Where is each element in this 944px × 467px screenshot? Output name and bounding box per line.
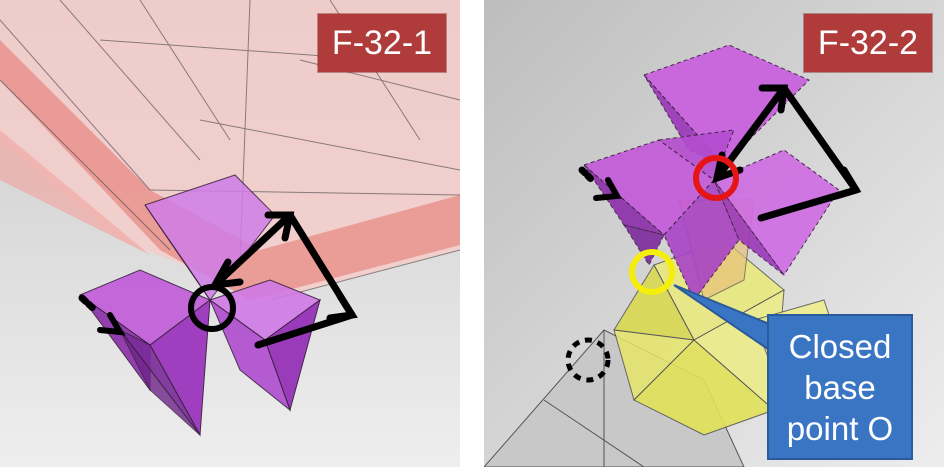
octahedra-cluster [78,174,322,437]
arrowhead-right [832,166,862,200]
arrowhead-right [326,292,358,322]
base-point-circle [188,284,236,332]
dashed-arrow [78,294,99,314]
octahedra-cluster [583,44,840,301]
figure-label: F-32-2 [804,14,932,72]
arrow-up [211,211,294,289]
callout-line-3: point O [786,410,894,447]
yellow-base-point-circle [629,249,675,295]
figure-label: F-32-1 [318,14,446,72]
callout-line-1: Closed [788,328,892,365]
dashed-point-circle [565,337,611,383]
arrowhead-upper [758,84,789,114]
dashed-arrowhead [593,177,622,201]
panel-f32-2: F-32-2 Closed base point O [484,0,944,467]
dashed-arrowhead [97,312,126,336]
callout-box: Closed base point O [767,314,913,460]
callout-line-2: base [804,369,876,406]
arrowhead-upper [264,211,295,242]
dashed-arrow [578,166,596,184]
arrow-set [78,211,358,349]
panel-f32-1: F-32-1 [0,0,460,467]
diagram-f32-1 [0,0,460,467]
red-base-point-circle [693,155,739,201]
